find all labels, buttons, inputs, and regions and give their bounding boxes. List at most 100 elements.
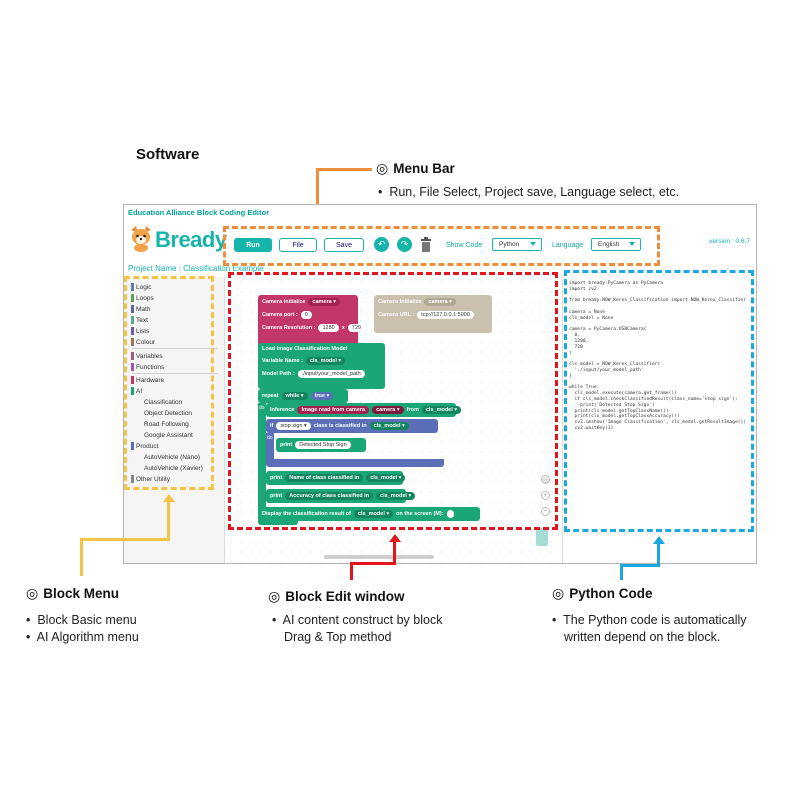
zoom-out-icon[interactable]: − [541, 507, 550, 516]
block-menu-connector-vertical [167, 502, 170, 540]
do-label: do [259, 405, 265, 411]
category-color-swatch [131, 387, 134, 395]
category-color-swatch [131, 327, 134, 335]
run-button[interactable]: Run [234, 238, 272, 252]
block-edit-connector-vertical [393, 542, 396, 564]
sidebar-item-other-utility[interactable]: Other Utility [136, 476, 170, 483]
undo-icon[interactable]: ↶ [374, 237, 389, 252]
sidebar-item-object-detection[interactable]: Object Detection [144, 410, 193, 417]
block-edit-connector-down [350, 562, 353, 580]
sidebar-divider [132, 373, 218, 374]
software-heading: Software [136, 146, 200, 163]
target-symbol-icon: ◎ [376, 160, 389, 176]
version-label: version : 0.6.7 [709, 238, 750, 245]
sidebar-item-ai[interactable]: AI [136, 388, 143, 395]
block-menu-bullet: • Block Basic menu [26, 613, 137, 627]
sidebar-item-hardware[interactable]: Hardware [136, 377, 165, 384]
chevron-down-icon [629, 242, 635, 246]
menu-bar-bullet: • Run, File Select, Project save, Langua… [378, 185, 680, 199]
target-symbol-icon: ◎ [268, 588, 281, 604]
sidebar-item-product[interactable]: Product [136, 443, 159, 450]
chevron-down-icon [530, 242, 536, 246]
python-code-connector [620, 564, 660, 567]
category-color-swatch [131, 475, 134, 483]
workspace-scrollbar[interactable] [324, 555, 434, 559]
sidebar-item-text[interactable]: Text [136, 317, 148, 324]
block-menu-connector [80, 538, 170, 541]
block-menu-arrow-icon [163, 494, 175, 502]
python-code-annotation-title: ◎ Python Code [552, 585, 653, 601]
save-button[interactable]: Save [324, 238, 364, 252]
redo-icon[interactable]: ↷ [397, 237, 412, 252]
menu-bar-highlight [223, 226, 660, 266]
python-code-bullet-continued: written depend on the block. [564, 630, 721, 644]
block-edit-arrow-icon [389, 534, 401, 542]
if-block-end [266, 459, 444, 467]
repeat-block-arm [258, 403, 266, 521]
sidebar-item-google-assistant[interactable]: Google Assistant [144, 432, 193, 439]
category-color-swatch [131, 294, 134, 302]
menu-bar-connector [316, 168, 372, 171]
category-color-swatch [131, 363, 134, 371]
block-menu-highlight [124, 276, 214, 490]
app-title: Education Alliance Block Coding Editor [128, 208, 269, 217]
sidebar-item-autovehicle-nano[interactable]: AutoVehicle (Nano) [144, 454, 201, 461]
zoom-reset-icon[interactable]: ◎ [541, 475, 550, 484]
block-edit-annotation-title: ◎ Block Edit window [268, 588, 405, 604]
target-symbol-icon: ◎ [552, 585, 565, 601]
sidebar-item-variables[interactable]: Variables [136, 353, 163, 360]
do-label: do [267, 435, 273, 441]
category-color-swatch [131, 376, 134, 384]
sidebar-item-functions[interactable]: Functions [136, 364, 165, 371]
sidebar-item-lists[interactable]: Lists [136, 328, 150, 335]
category-color-swatch [131, 442, 134, 450]
category-color-swatch [131, 283, 134, 291]
sidebar-item-classification[interactable]: Classification [144, 399, 183, 406]
block-edit-bullet: • AI content construct by block [272, 613, 443, 627]
block-menu-connector-down [80, 538, 83, 576]
language-label: Language [552, 242, 584, 249]
file-button[interactable]: File [279, 238, 317, 252]
block-menu-annotation-title: ◎ Block Menu [26, 585, 119, 601]
trash-icon[interactable] [420, 237, 432, 252]
python-code-panel: import bready.PyCamera as PyCamera impor… [562, 277, 756, 563]
python-code-highlight [564, 270, 754, 532]
target-symbol-icon: ◎ [26, 585, 39, 601]
category-color-swatch [131, 316, 134, 324]
block-edit-highlight [228, 272, 558, 530]
sidebar-divider [132, 348, 218, 349]
show-code-label: Show Code [446, 242, 483, 249]
block-edit-connector [350, 562, 396, 565]
menu-bar-connector-vertical [316, 168, 319, 214]
python-code-bullet: • The Python code is automatically [552, 613, 747, 627]
category-color-swatch [131, 338, 134, 346]
code-language-select[interactable]: Python [492, 238, 542, 251]
zoom-in-icon[interactable]: + [541, 491, 550, 500]
block-edit-bullet-continued: Drag & Top method [284, 630, 392, 644]
block-menu-sidebar: Logic Loops Math Text Lists Colour Varia… [124, 277, 225, 563]
language-select[interactable]: English [591, 238, 641, 251]
sidebar-item-road-following[interactable]: Road Following [144, 421, 189, 428]
block-menu-bullet: • AI Algorithm menu [26, 630, 139, 644]
load-model-block[interactable]: Load Image Classification Model Variable… [258, 343, 385, 389]
python-code-connector-vertical [657, 544, 660, 566]
python-code-connector-down [620, 564, 623, 580]
logo-text: Bready [155, 227, 227, 252]
sidebar-item-loops[interactable]: Loops [136, 295, 154, 302]
sidebar-item-math[interactable]: Math [136, 306, 151, 313]
sidebar-item-colour[interactable]: Colour [136, 339, 156, 346]
category-color-swatch [131, 305, 134, 313]
sidebar-item-autovehicle-xavier[interactable]: AutoVehicle (Xavier) [144, 465, 203, 472]
sidebar-item-logic[interactable]: Logic [136, 284, 152, 291]
repeat-block-end [258, 521, 298, 525]
workspace-trash-icon[interactable] [536, 528, 548, 546]
